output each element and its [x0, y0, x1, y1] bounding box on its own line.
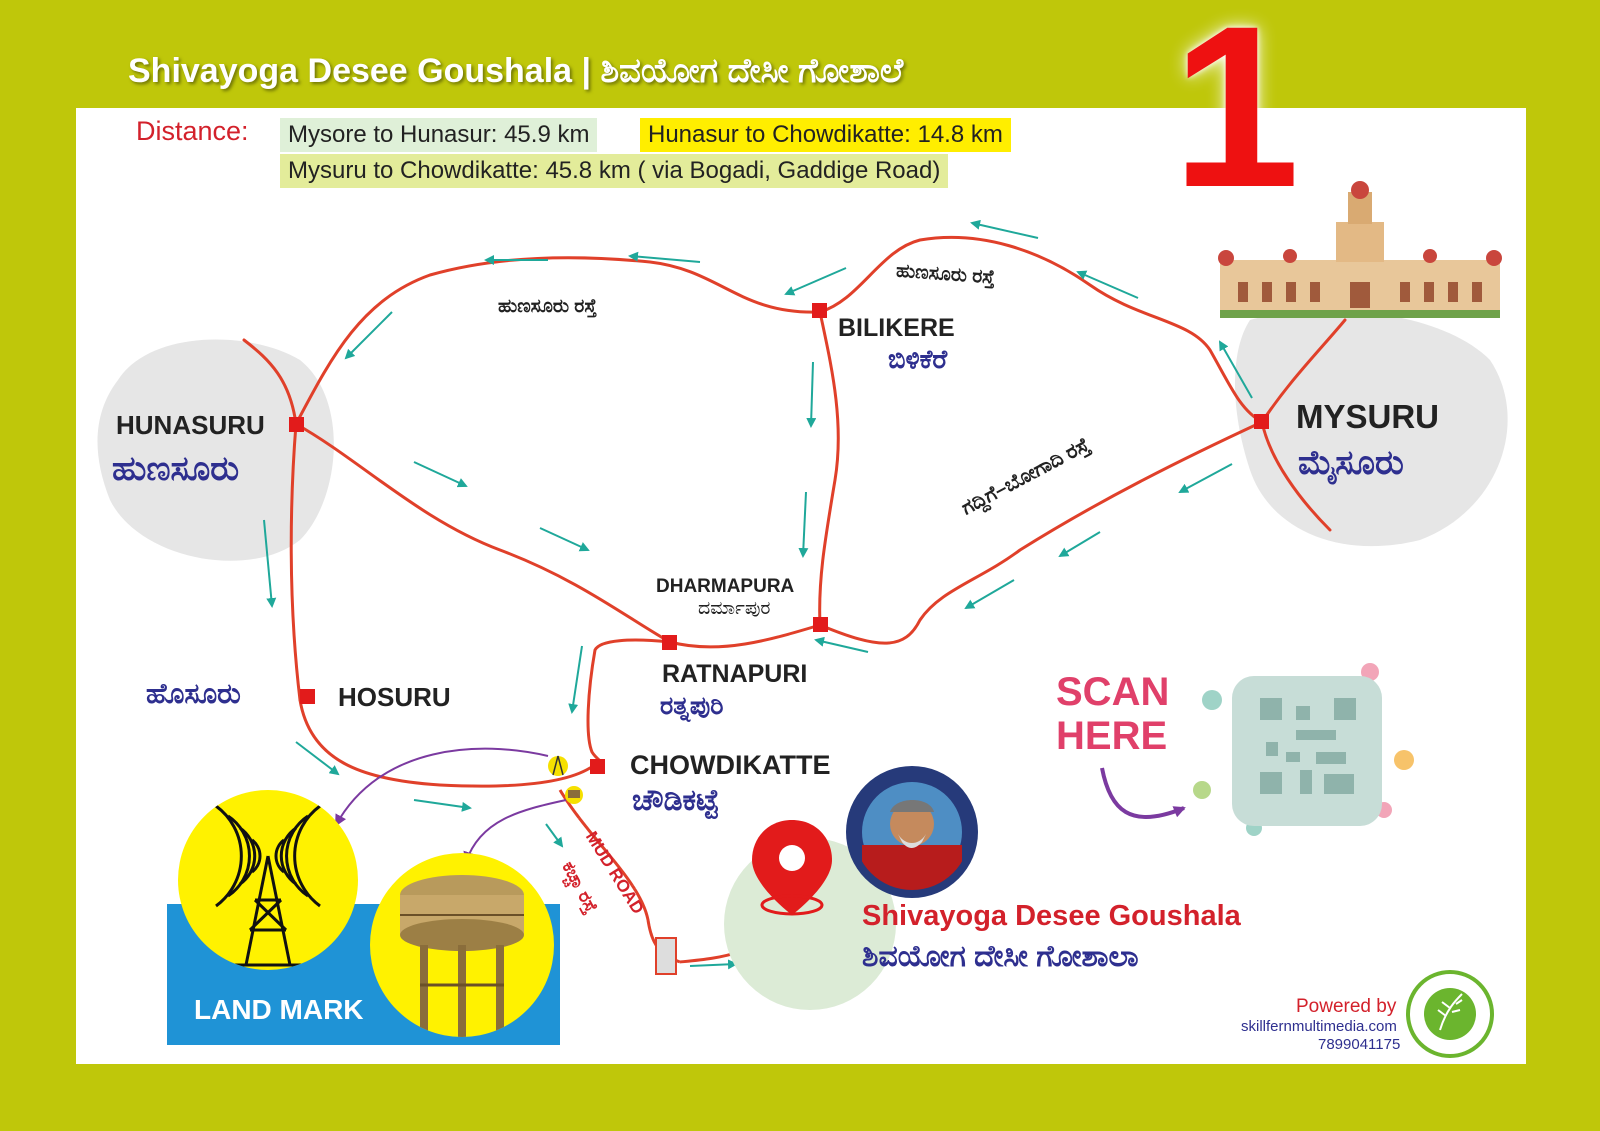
tower-marker: [548, 756, 568, 776]
hunasuru-label: HUNASURU: [116, 410, 265, 440]
dharmapura-kannada-label: ದರ್ಮಾಪುರ: [698, 598, 771, 619]
fern-logo-icon: [1406, 970, 1494, 1058]
goushala-gate-marker: [655, 937, 677, 975]
node-chowdikatte: [590, 759, 605, 774]
node-hosuru: [300, 689, 315, 704]
website-link[interactable]: skillfernmultimedia.com: [1241, 1018, 1397, 1035]
roads: [242, 236, 1347, 788]
scan-here-label: SCAN HERE: [1056, 670, 1169, 758]
positive-thammaiah-badge: [846, 766, 978, 898]
road-ratnapuri-chowdikatte: [586, 638, 672, 768]
road-bilikere-mysuru: [818, 236, 1264, 424]
tank-pointer-arrow: [463, 799, 567, 864]
map-number: 1: [1172, 0, 1300, 235]
goushala-name: Shivayoga Desee Goushala: [862, 900, 1241, 932]
road-hunasuru-hosuru: [289, 422, 302, 702]
scan-pointer-arrow: [1100, 767, 1186, 819]
node-dharmapura: [813, 617, 828, 632]
junction-nodes: [289, 303, 1269, 774]
ratnapuri-kannada-label: ರತ್ನಪುರಿ: [660, 692, 724, 720]
distance-label: Distance:: [136, 116, 249, 146]
road-hunasuru-north: [242, 338, 298, 426]
hunasuru-area: [97, 339, 334, 561]
location-pin-icon: [752, 820, 832, 916]
water-tank-icon: [400, 875, 524, 1037]
ratnapuri-label: RATNAPURI: [662, 660, 808, 688]
road-bilikere-dharmapura: [818, 310, 840, 627]
dharmapura-label: DHARMAPURA: [656, 576, 795, 597]
distance-hunasur-chowdikatte: Hunasur to Chowdikatte: 14.8 km: [640, 118, 1011, 152]
tower-pointer-arrow: [335, 747, 549, 827]
distance-mysore-hunasur: Mysore to Hunasur: 45.9 km: [280, 118, 598, 152]
hosuru-label: HOSURU: [338, 682, 451, 712]
mysuru-kannada-label: ಮೈಸೂರು: [1298, 444, 1404, 482]
node-mysuru: [1254, 414, 1269, 429]
qr-code-icon: [1193, 663, 1414, 836]
palace-icon: [1218, 181, 1502, 318]
chowdikatte-kannada-label: ಚೌಡಿಕಟ್ಟೆ: [632, 784, 720, 817]
landmark-label: LAND MARK: [194, 994, 364, 1025]
scan-line-2: HERE: [1056, 714, 1168, 758]
map-title: Shivayoga Desee Goushala | ಶಿವಯೋಗ ದೇಸೀ ಗ…: [128, 52, 904, 90]
chowdikatte-label: CHOWDIKATTE: [630, 750, 831, 780]
phone-number: 7899041175: [1318, 1036, 1401, 1053]
road-hosuru-chowdikatte: [298, 698, 592, 788]
powered-by-label: Powered by: [1296, 996, 1397, 1017]
mysuru-label: MYSURU: [1296, 398, 1440, 435]
scan-line-1: SCAN: [1056, 670, 1170, 714]
node-bilikere: [812, 303, 827, 318]
road-hunasuru-ratnapuri: [294, 422, 672, 644]
hunasuru-road-label-west: ಹುಣಸೂರು ರಸ್ತೆ: [498, 296, 597, 317]
goushala-kannada-name: ಶಿವಯೋಗ ದೇಸೀ ಗೋಶಾಲಾ: [862, 940, 1139, 973]
direction-arrows: [263, 219, 1253, 970]
node-ratnapuri: [662, 635, 677, 650]
road-mysuru-dharmapura: [818, 420, 1264, 645]
road-hunasuru-bilikere: [294, 256, 822, 426]
road-dharmapura-ratnapuri: [668, 623, 822, 649]
hunasuru-kannada-label: ಹುಣಸೂರು: [112, 450, 240, 488]
node-hunasuru: [289, 417, 304, 432]
distance-mysuru-chowdikatte: Mysuru to Chowdikatte: 45.8 km ( via Bog…: [280, 154, 949, 188]
bilikere-label: BILIKERE: [838, 314, 955, 342]
hosuru-kannada-label: ಹೊಸೂರು: [146, 678, 241, 709]
bilikere-kannada-label: ಬಿಳಿಕೆರೆ: [888, 344, 948, 374]
road-mysuru-south: [1260, 420, 1332, 532]
tower-icon: [215, 804, 321, 967]
road-mysuru-north: [1260, 318, 1347, 424]
